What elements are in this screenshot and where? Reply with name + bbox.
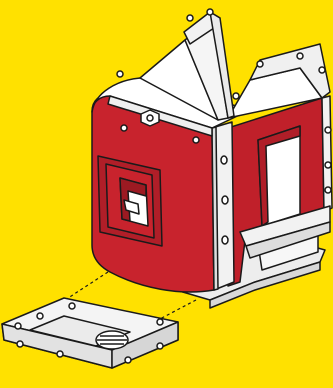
body-window <box>98 156 162 246</box>
speaker-grille-icon <box>96 331 128 349</box>
corner-frame <box>212 122 234 290</box>
